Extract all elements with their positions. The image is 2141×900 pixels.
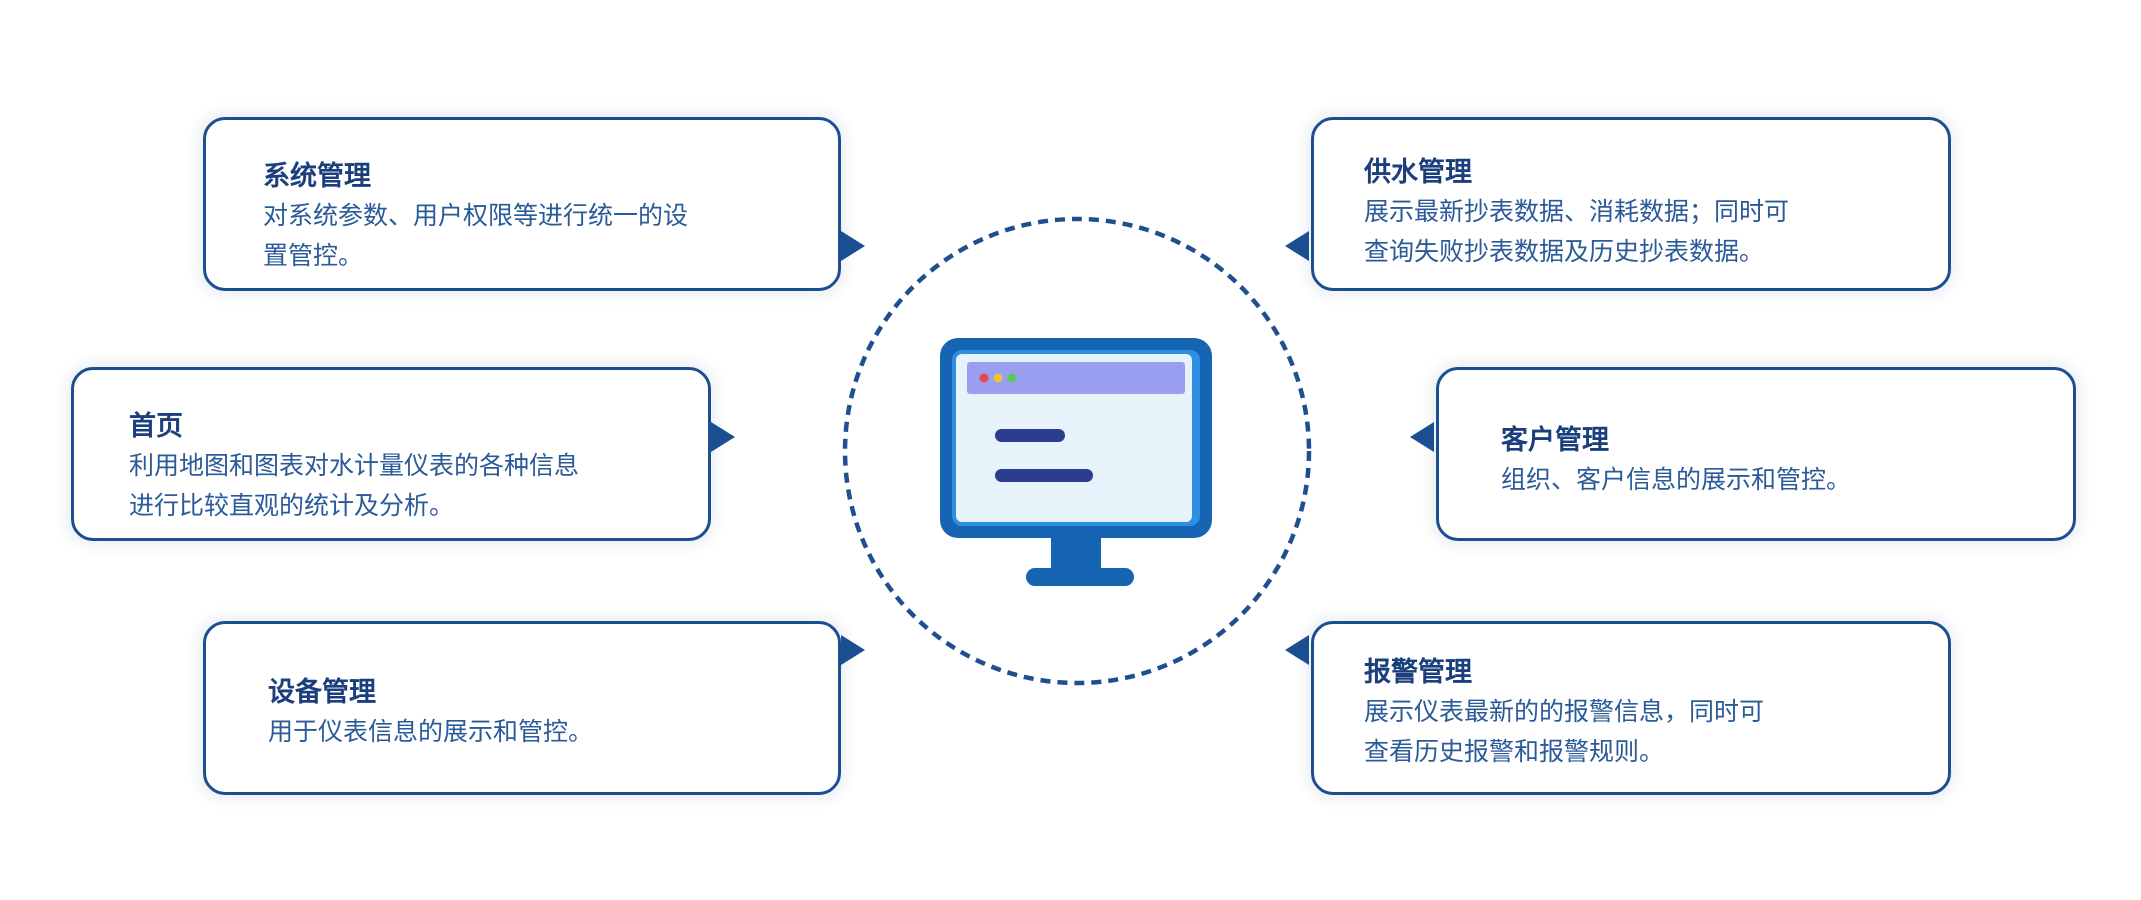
module-desc-system-line2: 置管控。 — [263, 241, 364, 270]
window-dot-green — [1007, 373, 1017, 383]
module-desc-device-line1: 用于仪表信息的展示和管控。 — [268, 717, 594, 746]
module-desc-water-supply-line1: 展示最新抄表数据、消耗数据；同时可 — [1364, 197, 1790, 226]
monitor-stand-neck — [1051, 532, 1101, 572]
module-desc-system-line1: 对系统参数、用户权限等进行统一的设 — [263, 201, 689, 230]
module-card-system: 系统管理 对系统参数、用户权限等进行统一的设 置管控。 — [203, 117, 841, 291]
module-card-home: 首页 利用地图和图表对水计量仪表的各种信息 进行比较直观的统计及分析。 — [71, 367, 711, 541]
module-title-home: 首页 — [129, 411, 183, 442]
module-desc-alarm-line2: 查看历史报警和报警规则。 — [1364, 737, 1665, 766]
module-desc-home-line1: 利用地图和图表对水计量仪表的各种信息 — [129, 451, 580, 480]
module-card-device: 设备管理 用于仪表信息的展示和管控。 — [203, 621, 841, 795]
pointer-customer — [1410, 422, 1434, 452]
dashed-circle — [842, 216, 1312, 686]
module-card-water-supply: 供水管理 展示最新抄表数据、消耗数据；同时可 查询失败抄表数据及历史抄表数据。 — [1311, 117, 1951, 291]
module-card-alarm: 报警管理 展示仪表最新的的报警信息，同时可 查看历史报警和报警规则。 — [1311, 621, 1951, 795]
module-title-customer: 客户管理 — [1501, 425, 1609, 456]
screen-text-bar-short — [995, 429, 1065, 442]
window-dot-yellow — [993, 373, 1003, 383]
monitor-icon — [940, 338, 1212, 586]
pointer-device — [841, 635, 865, 665]
module-desc-home-line2: 进行比较直观的统计及分析。 — [129, 491, 455, 520]
module-title-water-supply: 供水管理 — [1364, 157, 1472, 188]
monitor-stand-base — [1026, 568, 1134, 586]
pointer-water-supply — [1285, 231, 1309, 261]
module-desc-customer-line1: 组织、客户信息的展示和管控。 — [1501, 465, 1852, 494]
screen-text-bar-long — [995, 469, 1093, 482]
pointer-home — [711, 422, 735, 452]
module-title-system: 系统管理 — [263, 161, 371, 192]
module-desc-alarm-line1: 展示仪表最新的的报警信息，同时可 — [1364, 697, 1765, 726]
window-dot-red — [979, 373, 989, 383]
module-card-customer: 客户管理 组织、客户信息的展示和管控。 — [1436, 367, 2076, 541]
pointer-system — [841, 231, 865, 261]
module-title-alarm: 报警管理 — [1364, 657, 1472, 688]
pointer-alarm — [1285, 635, 1309, 665]
window-title-bar — [967, 362, 1185, 394]
module-title-device: 设备管理 — [268, 677, 376, 708]
module-desc-water-supply-line2: 查询失败抄表数据及历史抄表数据。 — [1364, 237, 1765, 266]
